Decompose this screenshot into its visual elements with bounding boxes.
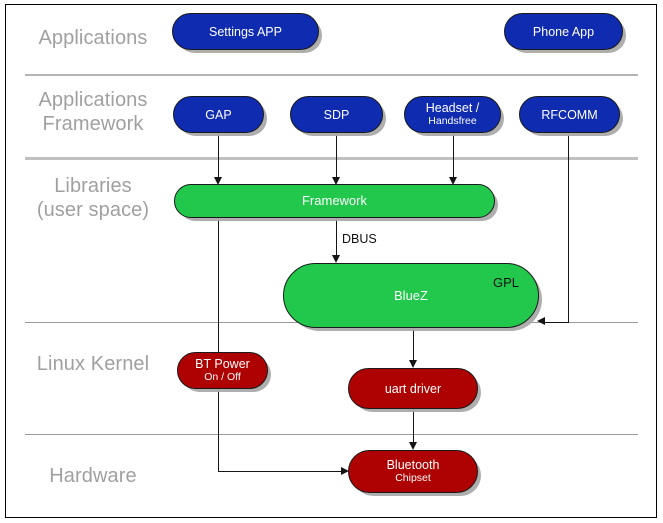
edge-framework-to-chipset-horizontal [218,471,342,472]
layer-label-linux-kernel: Linux Kernel [36,353,150,375]
node-headset-handsfree-label: Headset / [425,101,480,115]
edge-uart-driver-to-chipset [413,409,414,442]
edge-sdp-to-framework-arrow [332,177,340,185]
node-bluez-label: BlueZ [394,287,428,303]
edge-framework-to-bluez-arrow [332,255,340,263]
node-bluetooth-chipset-sublabel: Chipset [395,472,431,484]
node-sdp-label: SDP [323,107,350,122]
node-settings-app[interactable]: Settings APP [172,13,319,50]
node-framework-label-wrap: Framework [302,194,367,208]
node-bt-power-label-wrap: BT Power On / Off [195,357,250,384]
edge-headset-to-framework [453,133,454,177]
node-gap-label: GAP [205,107,232,122]
node-bt-power-sublabel: On / Off [204,371,241,383]
edge-uart-driver-to-chipset-arrow [409,442,417,450]
node-headset-handsfree[interactable]: Headset / Handsfree [404,96,501,133]
edge-framework-to-chipset-arrow [341,467,349,475]
separator-linux-kernel [25,434,638,435]
node-sdp-label-wrap: SDP [324,108,350,122]
node-rfcomm-label: RFCOMM [541,107,598,122]
node-framework-label: Framework [301,193,367,208]
edge-bluez-to-uart-driver [413,328,414,360]
separator-applications-framework [25,157,638,160]
node-uart-driver-label: uart driver [384,381,442,396]
node-bluez-label-wrap: BlueZ [394,287,428,303]
edge-bluez-to-uart-driver-arrow [409,360,417,368]
node-bt-power-label: BT Power [195,357,250,371]
edge-rfcomm-to-bluez-horizontal [545,322,569,323]
diagram-frame [5,4,657,518]
node-phone-app-label-wrap: Phone App [533,25,594,39]
node-uart-driver[interactable]: uart driver [348,368,478,409]
node-headset-handsfree-sublabel: Handsfree [428,115,477,127]
node-gap[interactable]: GAP [173,96,264,133]
layer-label-hardware: Hardware [49,465,137,487]
node-bluez-license-tag: GPL [492,275,519,290]
layer-label-libraries: Libraries (user space) [36,175,150,221]
node-headset-handsfree-label-wrap: Headset / Handsfree [426,101,480,128]
edge-framework-to-bluez [336,218,337,256]
separator-applications [25,74,638,76]
node-bt-power[interactable]: BT Power On / Off [177,352,268,389]
edge-gap-to-framework [218,133,219,177]
edge-framework-to-chipset-vertical [218,218,219,472]
node-settings-app-label-wrap: Settings APP [209,25,282,39]
edge-gap-to-framework-arrow [214,177,222,185]
node-bluetooth-chipset-label: Bluetooth [386,458,440,472]
node-gap-label-wrap: GAP [205,108,231,122]
edge-headset-to-framework-arrow [449,177,457,185]
node-rfcomm-label-wrap: RFCOMM [541,108,597,122]
node-settings-app-label: Settings APP [209,24,282,39]
edge-sdp-to-framework [336,133,337,177]
node-framework[interactable]: Framework [174,184,495,218]
node-phone-app[interactable]: Phone App [504,13,623,50]
edge-label-dbus: DBUS [342,232,377,246]
node-bluez[interactable]: BlueZ GPL [283,263,539,328]
node-rfcomm[interactable]: RFCOMM [519,96,620,133]
edge-rfcomm-to-bluez-vertical [568,133,569,323]
node-bluetooth-chipset[interactable]: Bluetooth Chipset [348,450,478,493]
node-uart-driver-label-wrap: uart driver [385,382,441,396]
node-phone-app-label: Phone App [532,24,595,39]
node-sdp[interactable]: SDP [290,96,383,133]
node-bluetooth-chipset-label-wrap: Bluetooth Chipset [387,458,440,485]
layer-label-applications-framework: Applications Framework [38,89,148,135]
edge-rfcomm-to-bluez-arrow [537,317,545,325]
layer-label-applications: Applications [38,27,148,49]
